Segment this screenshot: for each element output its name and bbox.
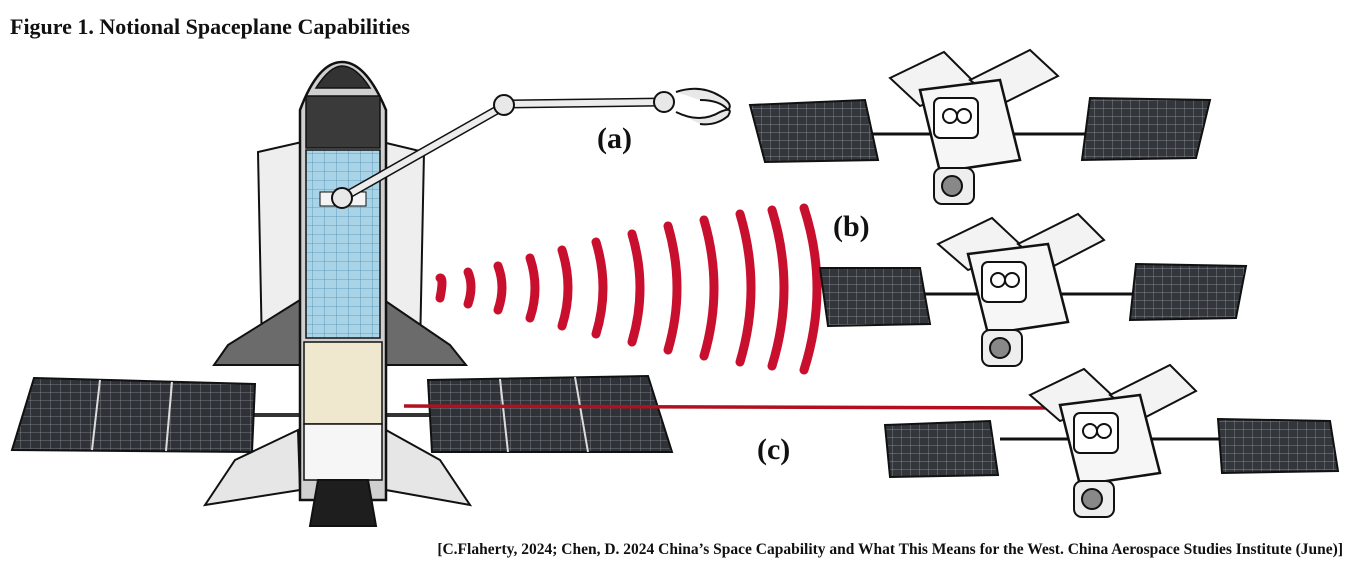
- spaceplane-icon: [202, 60, 473, 527]
- satellite-icon: [748, 48, 1212, 205]
- spaceplane-solar-array-right: [385, 374, 674, 453]
- figure-caption: [C.Flaherty, 2024; Chen, D. 2024 China’s…: [437, 541, 1343, 558]
- label-b: (b): [833, 210, 870, 243]
- label-a: (a): [597, 122, 632, 155]
- figure-title: Figure 1. Notional Spaceplane Capabiliti…: [10, 14, 410, 39]
- laser-beam-icon: [403, 404, 1071, 410]
- beam-wave-icon: [435, 203, 822, 375]
- label-c: (c): [757, 433, 791, 466]
- spaceplane-solar-array-left: [10, 376, 300, 454]
- satellite-icon: [818, 212, 1248, 367]
- robotic-arm-icon: [331, 87, 731, 209]
- satellite-icon: [883, 363, 1340, 518]
